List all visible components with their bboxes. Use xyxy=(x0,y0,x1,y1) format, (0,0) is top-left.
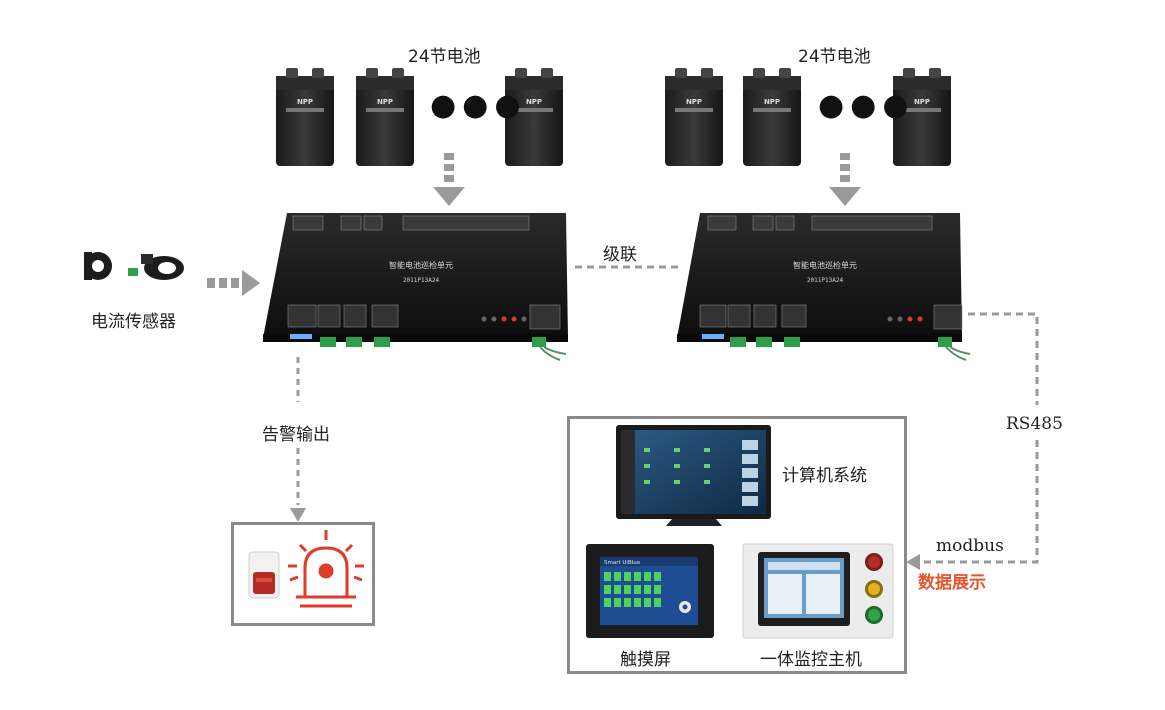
computer-monitor-icon xyxy=(616,425,771,526)
battery-group-right: NPP NPP NPP xyxy=(665,68,951,166)
battery-group-left: NPP NPP NPP xyxy=(276,68,563,166)
alarm-beacon-icon xyxy=(288,530,364,608)
left-arrow-icon xyxy=(906,554,920,570)
rs485-link xyxy=(968,312,1039,405)
alarm-output-label: 告警输出 xyxy=(262,418,330,447)
computer-system-label: 计算机系统 xyxy=(782,466,867,486)
battery-count-label-left: 24节电池 xyxy=(408,47,481,67)
monitoring-host-label: 一体监控主机 xyxy=(760,650,862,670)
battery-brand: NPP xyxy=(914,98,930,106)
battery-brand: NPP xyxy=(686,98,702,106)
unit-model: 2011P13A24 xyxy=(403,277,440,284)
rs485-link xyxy=(918,440,1039,564)
battery-icon: NPP xyxy=(505,68,563,166)
right-arrow-icon xyxy=(207,270,260,296)
battery-brand: NPP xyxy=(526,98,542,106)
battery-icon: NPP xyxy=(276,68,334,166)
down-arrow-icon xyxy=(829,153,861,206)
data-display-label: 数据展示 xyxy=(918,573,986,593)
rs485-label: RS485 xyxy=(1006,412,1063,436)
battery-icon: NPP xyxy=(356,68,414,166)
cascade-label: 级联 xyxy=(603,245,637,265)
down-arrow-icon xyxy=(290,508,306,522)
ellipsis-icon: ●●● xyxy=(818,88,915,123)
battery-count-label-right: 24节电池 xyxy=(798,47,871,67)
unit-model: 2011P13A24 xyxy=(807,277,844,284)
touchscreen-icon: Smart UiBlue xyxy=(586,544,714,638)
monitoring-host-icon xyxy=(742,543,894,639)
unit-title: 智能电池巡检单元 xyxy=(389,260,453,270)
modbus-label: modbus xyxy=(936,536,1004,556)
unit-title: 智能电池巡检单元 xyxy=(793,260,857,270)
inspection-unit-right: 智能电池巡检单元 2011P13A24 xyxy=(677,213,971,361)
battery-brand: NPP xyxy=(297,98,313,106)
battery-icon: NPP xyxy=(743,68,801,166)
battery-icon: NPP xyxy=(893,68,951,166)
battery-brand: NPP xyxy=(377,98,393,106)
battery-icon: NPP xyxy=(665,68,723,166)
ellipsis-icon: ●●● xyxy=(430,88,527,123)
battery-brand: NPP xyxy=(764,98,780,106)
touchscreen-brand: Smart UiBlue xyxy=(604,560,641,566)
touchscreen-label: 触摸屏 xyxy=(620,650,671,670)
inspection-unit-left: 智能电池巡检单元 2011P13A24 xyxy=(263,213,568,361)
down-arrow-icon xyxy=(433,153,465,206)
current-sensor-label: 电流传感器 xyxy=(91,312,176,332)
current-sensor-icon xyxy=(84,252,184,280)
alarm-horn-icon xyxy=(248,551,280,599)
